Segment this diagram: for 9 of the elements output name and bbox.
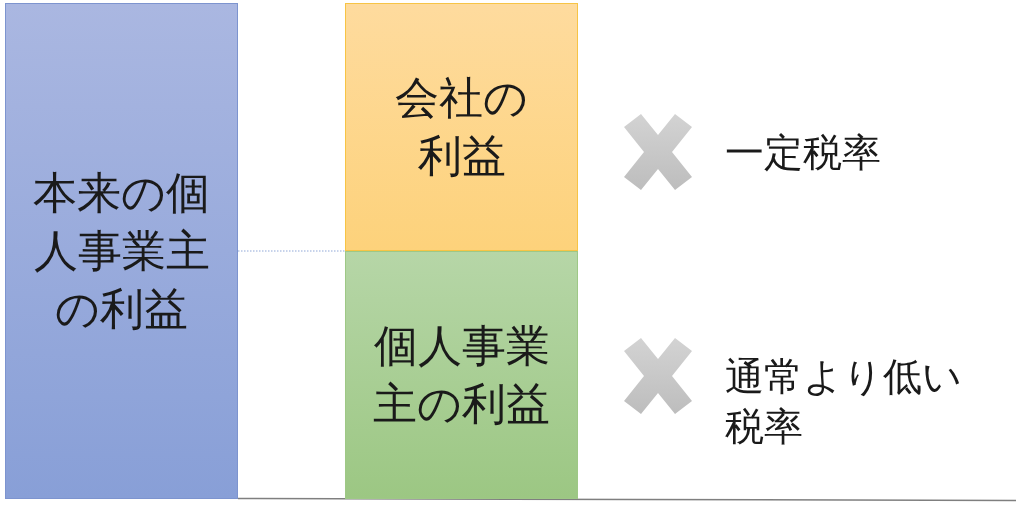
tax-rate-text: 一定税率 <box>725 129 881 177</box>
tax-rate-text: 通常より低い税率 <box>725 353 963 451</box>
profit-bar <box>345 3 578 251</box>
profit-bar <box>345 251 578 499</box>
bar-label: 本来の個人事業主の利益 <box>32 166 211 336</box>
bar-label: 会社の利益 <box>394 71 529 183</box>
bar-label: 個人事業主の利益 <box>372 319 551 431</box>
dotted-connector <box>237 250 346 252</box>
profit-bar <box>5 3 238 499</box>
